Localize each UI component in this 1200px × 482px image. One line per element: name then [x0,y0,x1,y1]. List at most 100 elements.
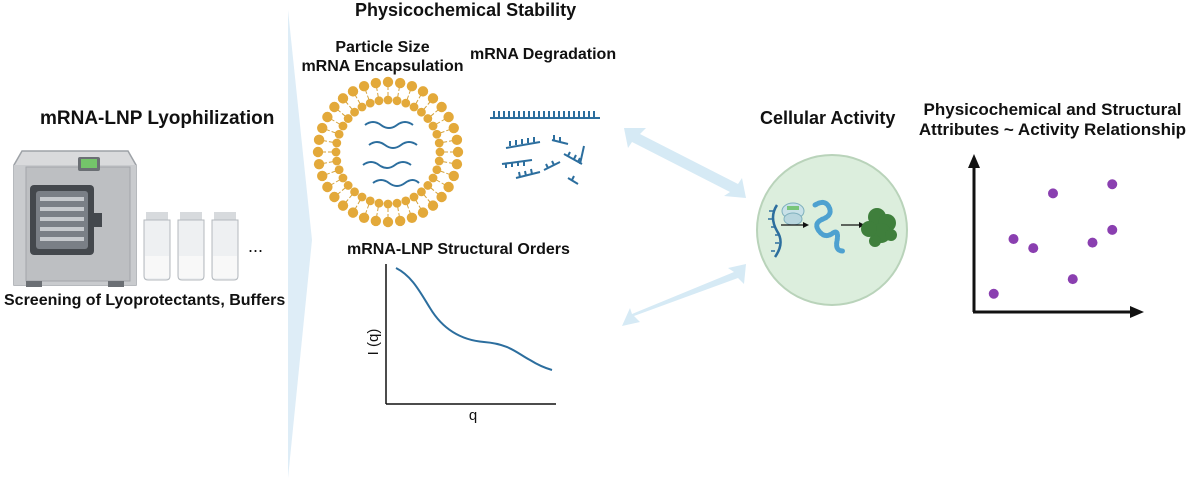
lipid-head [374,96,384,106]
plot-xlabel: q [469,407,477,424]
lipid-head [338,121,348,131]
lipid-head [434,138,444,148]
lipid-head [337,200,349,211]
lipid-head [406,212,418,223]
lipid-head [329,191,340,203]
scatter-y-arrowhead [968,154,980,168]
lipid-head [448,122,459,134]
lipid-head [427,93,439,104]
scatter-x-arrowhead [1130,306,1144,318]
lipid-head [423,114,433,123]
lipid-head [382,76,394,88]
lipid-head [451,134,463,146]
lipid-head [374,198,384,208]
lipid-head [358,81,370,92]
vials-ellipsis: ... [248,236,264,256]
mrna-degradation-icon [490,111,600,185]
lipid-head [409,102,419,112]
lipid-head [406,81,418,92]
lipid-head [435,147,445,157]
scatter-point [988,288,999,299]
scattering-curve [395,267,553,371]
lipid-head [423,181,433,190]
lipid-head [334,129,344,139]
lnp-icon [312,76,464,228]
lipid-head [434,156,444,166]
lipid-head [332,156,342,166]
plot-ylabel: I (q) [365,329,382,356]
lipid-head [392,96,402,106]
particle-size-text: Particle Size [335,39,430,56]
stability-title: Physicochemical Stability [355,0,577,20]
lipid-head [432,165,442,175]
mrna-strands [362,121,420,187]
lipid-head [350,107,359,117]
lipid-head [343,181,353,190]
lipid-head [322,111,333,123]
lipid-head [451,158,463,170]
lipid-heads [312,76,464,228]
lipid-head [365,98,375,108]
lipid-head [428,173,438,183]
lipid-head [452,146,464,158]
scatter-point [1067,274,1078,285]
arrow-lower [622,264,746,326]
lipid-head [358,212,370,223]
lipid-head [313,134,325,146]
lipid-head [383,199,393,209]
protein-icon [861,208,897,247]
lipid-head [394,215,406,227]
activity-scatter-plot [968,154,1144,318]
relationship-title: Physicochemical and Structural Attribute… [905,100,1200,140]
cellular-activity-title: Cellular Activity [760,108,896,128]
lipid-head [329,101,340,113]
vials-icon [143,212,239,281]
lipid-head [317,170,328,182]
lipid-head [436,191,447,203]
relationship-title-line2: Attributes ~ Activity Relationship [918,120,1187,139]
lipid-head [347,207,359,218]
lipid-head [443,111,454,123]
scatter-point [1028,243,1039,254]
scattering-plot: I (q) q [365,264,556,424]
lipid-head [432,129,442,139]
particle-size-label: Particle Size mRNA Encapsulation [300,38,465,76]
lipid-head [448,170,459,182]
lipid-head [427,200,439,211]
lipid-head [401,196,411,206]
freeze-dryer-icon [13,150,137,287]
lipid-head [417,207,429,218]
lipid-head [357,102,367,112]
lipid-head [382,216,394,228]
lipid-head [370,215,382,227]
lipid-head [317,122,328,134]
lipid-head [312,146,324,158]
lipid-head [401,98,411,108]
relationship-title-line1: Physicochemical and Structural [923,100,1182,119]
lipid-head [343,114,353,123]
arrow-upper [624,128,746,198]
lyophilization-title: mRNA-LNP Lyophilization [40,108,275,129]
scatter-point [1107,224,1118,235]
scatter-point [1008,234,1019,244]
encapsulation-text: mRNA Encapsulation [301,58,464,75]
lipid-head [394,77,406,89]
lipid-head [331,147,341,157]
lipid-head [443,181,454,193]
structural-title: mRNA-LNP Structural Orders [347,241,570,258]
lipid-head [313,158,325,170]
lipid-head [338,173,348,183]
scatter-point [1087,237,1098,248]
lipid-head [417,86,429,97]
lipid-head [383,95,393,105]
cell-icon [756,154,908,306]
lipid-head [436,101,447,113]
lipid-head [350,187,359,197]
scatter-point [1107,179,1118,190]
lipid-head [347,86,359,97]
lipid-head [392,198,402,208]
lipid-head [370,77,382,89]
lyophilization-caption: Screening of Lyoprotectants, Buffers [4,292,286,309]
lipid-head [409,192,419,202]
lipid-head [357,192,367,202]
